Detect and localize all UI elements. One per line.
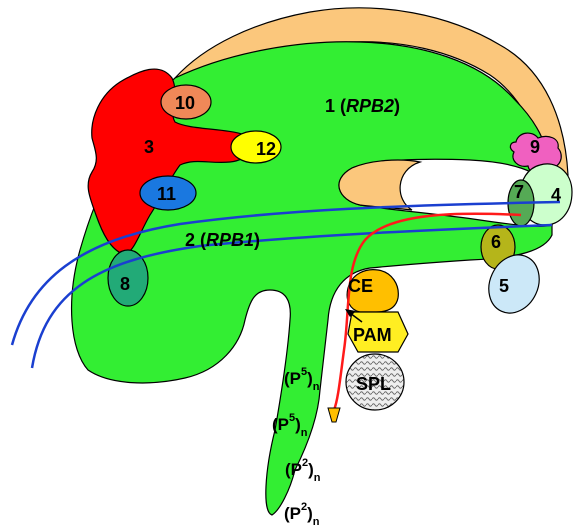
subunit-7-label: 7 (514, 182, 524, 202)
subunit-4-label: 4 (551, 185, 561, 205)
rpb1-label: 2 (RPB1) (185, 230, 260, 250)
subunit-12-label: 12 (256, 139, 276, 159)
ctd-label-4: (P2)n (284, 501, 320, 528)
rpb2-label: 1 (RPB2) (325, 96, 400, 116)
subunit-10-label: 10 (175, 93, 195, 113)
rna-5prime-end (328, 408, 340, 422)
subunit-3-label: 3 (144, 137, 154, 157)
subunit-6-label: 6 (491, 232, 501, 252)
subunit-11-label: 11 (157, 184, 176, 204)
subunit-8-label: 8 (120, 274, 130, 294)
spl-label: SPL (356, 374, 391, 394)
subunit-5-label: 5 (499, 276, 509, 296)
ce-label: CE (348, 276, 373, 296)
subunit-9-label: 9 (530, 137, 540, 157)
pam-label: PAM (353, 325, 392, 345)
